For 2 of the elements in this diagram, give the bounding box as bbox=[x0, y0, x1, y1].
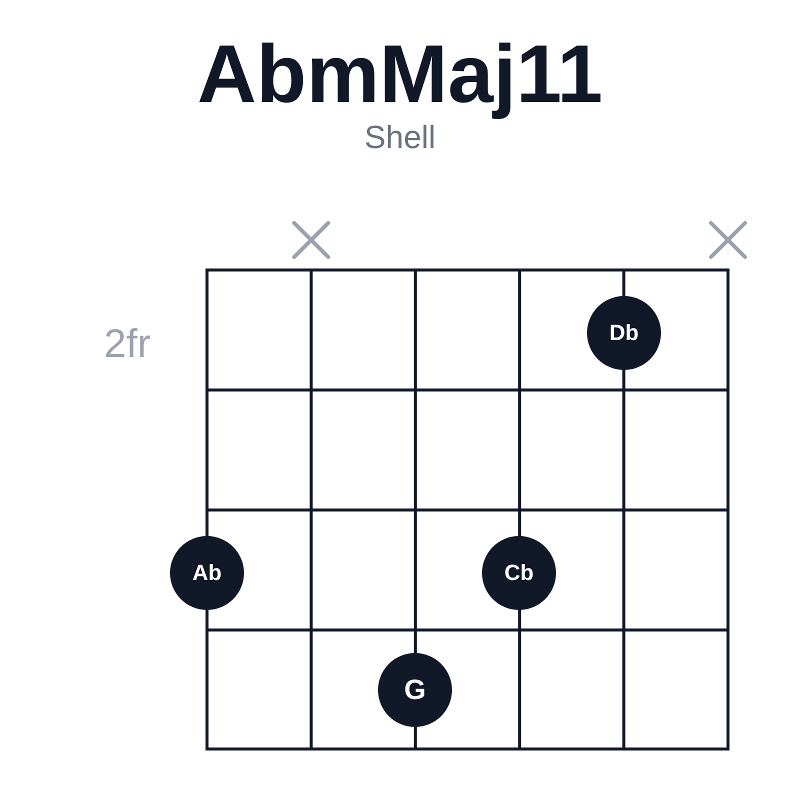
fret-number-label: 2fr bbox=[104, 324, 151, 364]
chord-subtitle: Shell bbox=[363, 121, 437, 153]
